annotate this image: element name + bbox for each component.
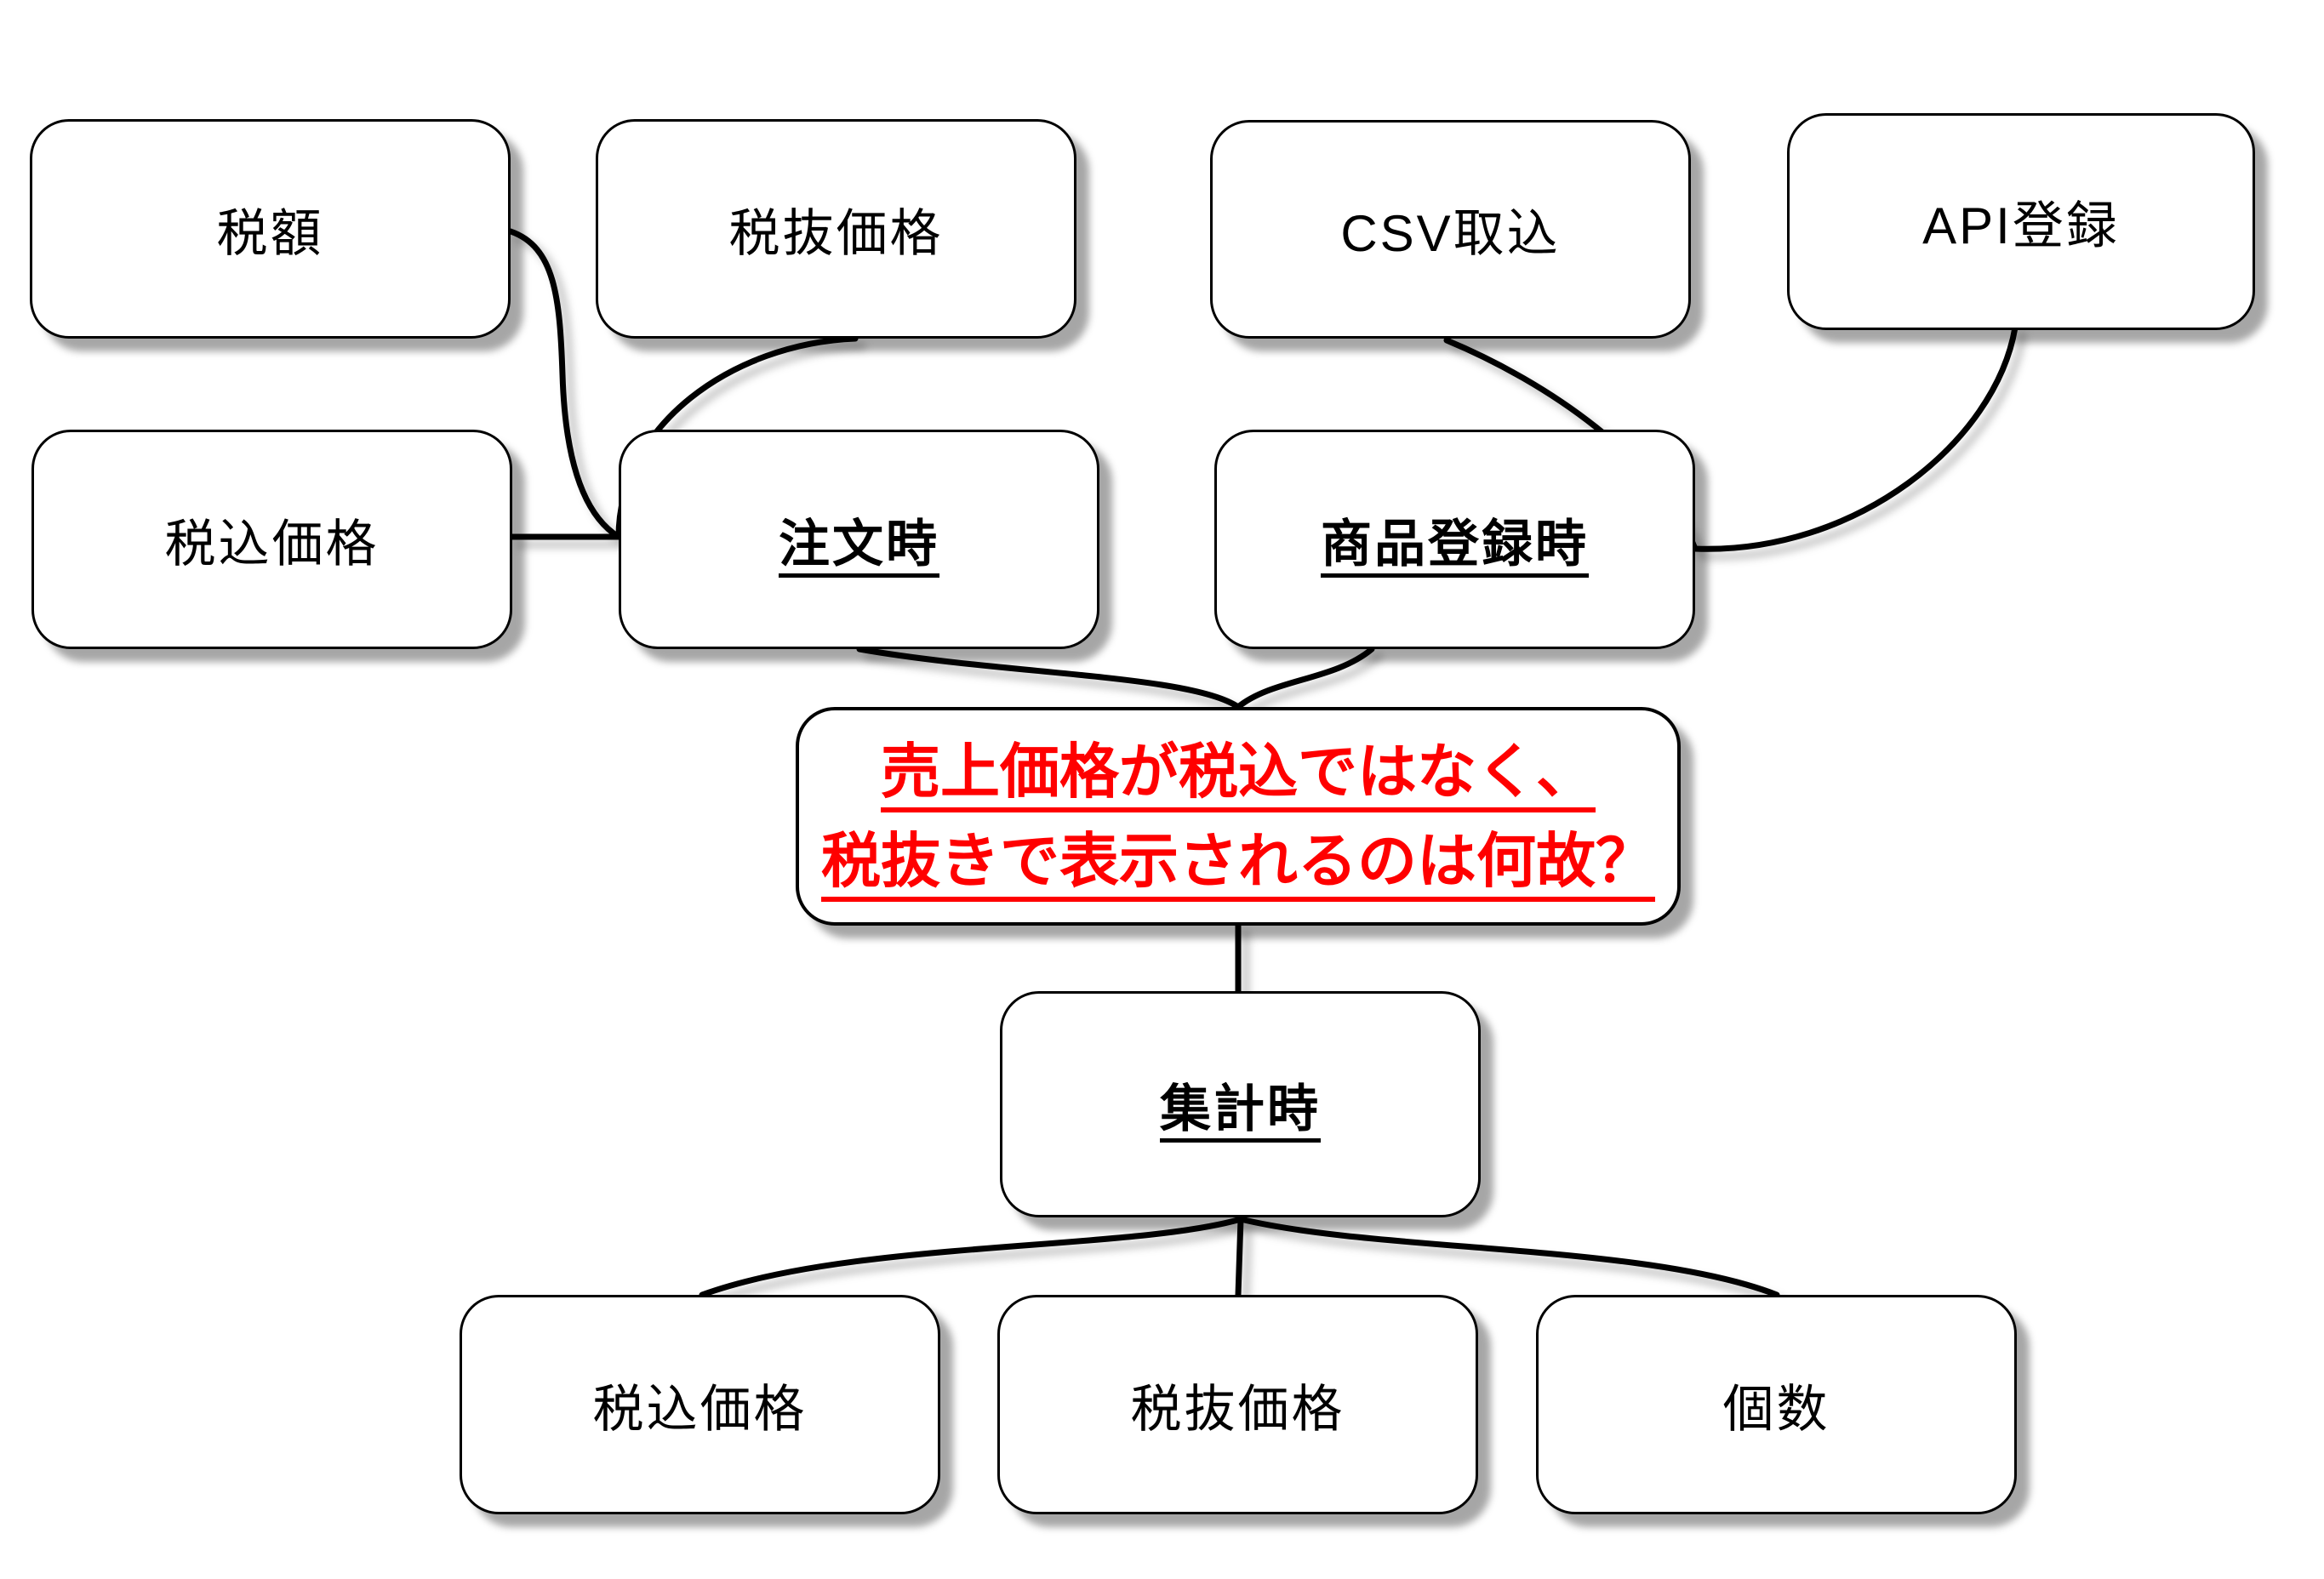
question-text: 売上価格が税込ではなく、 税抜きで表示されるのは何故？ <box>821 723 1655 909</box>
node-question[interactable]: 売上価格が税込ではなく、 税抜きで表示されるのは何故？ <box>796 707 1681 926</box>
node-tax-excluded-price-bottom[interactable]: 税抜価格 <box>997 1295 1478 1514</box>
node-tax-amount[interactable]: 税額 <box>30 119 511 339</box>
connector-aggregation-to-tax-included-bottom <box>699 1216 1244 1298</box>
node-api-registration[interactable]: API登録 <box>1787 113 2255 330</box>
node-tax-amount-label: 税額 <box>216 204 324 262</box>
node-quantity-label: 個数 <box>1722 1380 1830 1438</box>
node-tax-excluded-price-top[interactable]: 税抜価格 <box>596 119 1076 339</box>
connector-tax-amount-to-order-time <box>507 228 622 540</box>
node-quantity[interactable]: 個数 <box>1536 1295 2017 1514</box>
node-tax-excluded-price-top-label: 税抜価格 <box>728 204 944 262</box>
connector-aggregation-to-tax-excluded-bottom <box>1235 1216 1244 1298</box>
connector-aggregation-to-quantity <box>1237 1216 1780 1298</box>
node-product-registration-time[interactable]: 商品登録時 <box>1214 430 1695 649</box>
node-tax-included-price-bottom[interactable]: 税込価格 <box>460 1295 940 1514</box>
node-api-registration-label: API登録 <box>1922 197 2120 254</box>
node-tax-included-price-left-label: 税込価格 <box>164 515 380 573</box>
question-line-1: 売上価格が税込ではなく、 <box>881 738 1596 805</box>
node-tax-included-price-bottom-label: 税込価格 <box>592 1380 808 1438</box>
node-csv-import[interactable]: CSV取込 <box>1210 120 1691 339</box>
node-product-registration-time-label: 商品登録時 <box>1321 515 1589 573</box>
connector-order-time-to-question <box>856 646 1242 710</box>
node-order-time-label: 注文時 <box>779 515 939 573</box>
node-aggregation-time-label: 集計時 <box>1160 1080 1321 1137</box>
connector-product-registration-to-question <box>1235 646 1375 710</box>
node-order-time[interactable]: 注文時 <box>619 430 1099 649</box>
connector-api-registration-to-product-registration <box>1692 324 2019 552</box>
node-csv-import-label: CSV取込 <box>1340 205 1561 262</box>
node-tax-excluded-price-bottom-label: 税抜価格 <box>1130 1380 1345 1438</box>
node-aggregation-time[interactable]: 集計時 <box>1000 991 1481 1217</box>
node-tax-included-price-left[interactable]: 税込価格 <box>31 430 512 649</box>
question-line-2: 税抜きで表示されるのは何故？ <box>821 827 1655 894</box>
